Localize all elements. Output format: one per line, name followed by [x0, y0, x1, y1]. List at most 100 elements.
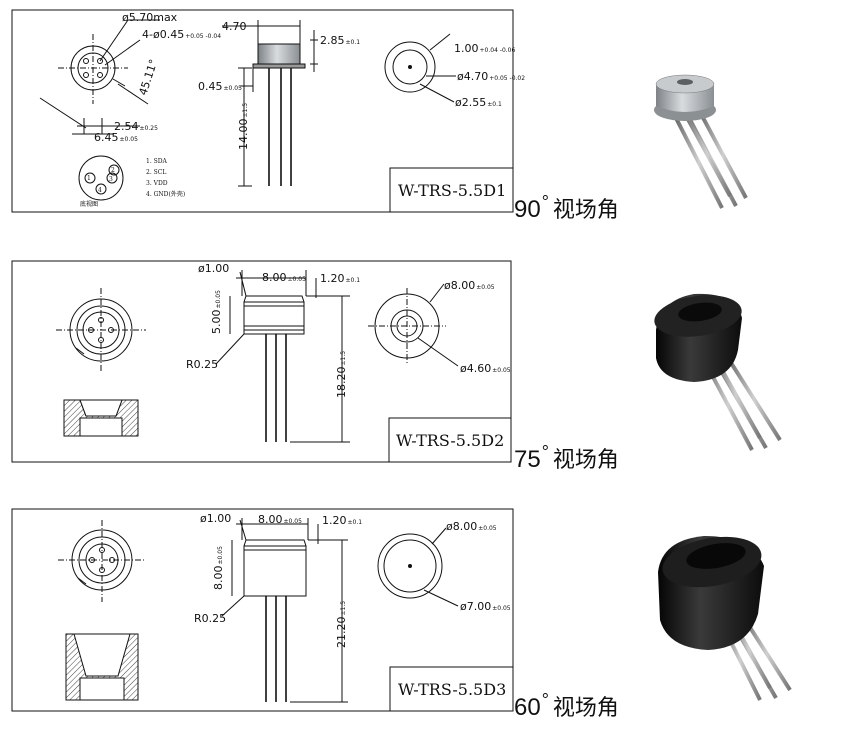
fov-degree-d2: °	[541, 442, 549, 462]
dim-outer-d2: ø8.00	[444, 279, 475, 292]
frame-d3	[11, 508, 514, 712]
side-view-d1	[222, 20, 318, 187]
dim-flange: 0.45	[198, 80, 223, 93]
top-view-d1	[39, 19, 160, 135]
product-render-d1	[654, 74, 748, 209]
figure-d1	[11, 9, 514, 213]
frame-d1	[11, 9, 514, 213]
dim-r-top-d3: ø1.00	[200, 512, 231, 525]
labels-d1: ø5.70max 4-ø0.45+0.05 -0.04 45.11° 2.54±…	[80, 11, 525, 208]
pin-num-4: 4	[98, 187, 102, 194]
svg-text:2.54±0.25: 2.54±0.25	[114, 120, 158, 133]
front-view-d2	[368, 283, 459, 367]
pin-num-2: 2	[111, 167, 115, 174]
side-view-d2	[215, 270, 350, 443]
svg-text:4.70: 4.70	[222, 20, 247, 33]
front-view-d3	[377, 527, 459, 607]
fov-angle-d1: 90	[514, 196, 541, 223]
svg-text:ø2.55±0.1: ø2.55±0.1	[455, 96, 502, 109]
fov-degree-d3: °	[541, 690, 549, 710]
svg-text:18.20±1.5: 18.20±1.5	[335, 351, 348, 398]
section-view-d3	[65, 633, 139, 701]
dim-angle: 45.11°	[136, 58, 160, 97]
svg-text:ø8.00±0.05: ø8.00±0.05	[444, 279, 495, 292]
dim-height: 2.85	[320, 34, 345, 47]
dim-total-d3: 21.20	[335, 617, 348, 649]
title-block-d2	[388, 417, 512, 463]
svg-text:5.00±0.05: 5.00±0.05	[210, 290, 223, 334]
svg-text:ø4.70+0.05 -0.02: ø4.70+0.05 -0.02	[457, 70, 525, 83]
svg-text:ø8.00±0.05: ø8.00±0.05	[446, 520, 497, 533]
svg-text:45.11°: 45.11°	[136, 58, 160, 97]
svg-text:ø1.00: ø1.00	[200, 512, 231, 525]
front-view-d1	[384, 33, 456, 103]
figure-d2	[11, 260, 512, 463]
fov-angle-d2: 75	[514, 446, 541, 473]
pin-map-d1	[78, 155, 124, 201]
dim-width-d2: 8.00	[262, 271, 287, 284]
section-view-d2	[63, 399, 139, 437]
svg-text:6.45±0.05: 6.45±0.05	[94, 131, 138, 144]
title-block-d3	[389, 666, 514, 712]
svg-text:R0.25: R0.25	[186, 358, 218, 371]
fov-angle-d3: 60	[514, 694, 541, 721]
pin-num-3: 3	[109, 176, 113, 183]
dim-lip-d2: 1.20	[320, 272, 345, 285]
dim-r-top-d2: ø1.00	[198, 262, 229, 275]
dim-body-h-d3: 8.00	[212, 566, 225, 591]
svg-text:8.00±0.05: 8.00±0.05	[212, 546, 225, 590]
dim-width-d3: 8.00	[258, 513, 283, 526]
model-d3: W-TRS-5.5D3	[398, 680, 506, 699]
dim-outer-d1: ø4.70	[457, 70, 488, 83]
svg-text:1.00+0.04 -0.06: 1.00+0.04 -0.06	[454, 42, 516, 55]
svg-text:8.00±0.05: 8.00±0.05	[258, 513, 302, 526]
labels-d3: ø1.00 8.00±0.05 1.20±0.1 8.00±0.05 R0.25…	[194, 512, 511, 699]
dim-lip-d3: 1.20	[322, 514, 347, 527]
fov-text-d1: 视场角	[552, 198, 619, 223]
top-view-d3	[58, 520, 146, 602]
labels-d2: ø1.00 8.00±0.05 1.20±0.1 5.00±0.05 R0.25…	[186, 262, 511, 450]
dim-window: 1.00	[454, 42, 479, 55]
side-view-d3	[221, 518, 348, 703]
pin-label-4: 4. GND(外壳)	[146, 190, 185, 198]
fov-caption-d1: 90°视场角	[514, 192, 619, 224]
svg-text:21.20±1.5: 21.20±1.5	[335, 601, 348, 648]
svg-text:4-ø0.45+0.05 -0.04: 4-ø0.45+0.05 -0.04	[142, 28, 221, 41]
dim-r-bottom-d2: R0.25	[186, 358, 218, 371]
dim-total-d2: 18.20	[335, 367, 348, 399]
dim-top-dia: ø5.70max	[122, 11, 178, 24]
svg-text:ø5.70max: ø5.70max	[122, 11, 178, 24]
svg-text:2.85±0.1: 2.85±0.1	[320, 34, 360, 47]
dim-outer-d3: ø8.00	[446, 520, 477, 533]
product-render-d2	[654, 293, 782, 451]
model-d1: W-TRS-5.5D1	[398, 181, 506, 200]
fov-degree-d1: °	[541, 192, 549, 212]
svg-text:ø4.60±0.05: ø4.60±0.05	[460, 362, 511, 375]
frame-d2	[11, 260, 512, 463]
title-block-d1	[389, 167, 514, 213]
model-d2: W-TRS-5.5D2	[396, 431, 504, 450]
dim-pin-dia: 4-ø0.45	[142, 28, 184, 41]
dim-aperture-d1: ø2.55	[455, 96, 486, 109]
svg-text:1.20±0.1: 1.20±0.1	[322, 514, 362, 527]
pin-label-3: 3. VDD	[146, 180, 168, 187]
dim-width: 4.70	[222, 20, 247, 33]
dim-pcd: 6.45	[94, 131, 119, 144]
fov-text-d3: 视场角	[552, 696, 619, 721]
product-render-d3	[658, 536, 792, 701]
pin-map-caption: 底视图	[80, 200, 98, 208]
dim-lead: 14.00	[237, 119, 250, 151]
svg-text:ø1.00: ø1.00	[198, 262, 229, 275]
svg-text:ø7.00±0.05: ø7.00±0.05	[460, 600, 511, 613]
pin-label-2: 2. SCL	[146, 169, 166, 176]
dim-body-h-d2: 5.00	[210, 310, 223, 335]
dim-aperture-d3: ø7.00	[460, 600, 491, 613]
dim-r-bottom-d3: R0.25	[194, 612, 226, 625]
fov-caption-d3: 60°视场角	[514, 690, 619, 722]
pin-label-1: 1. SDA	[146, 158, 168, 165]
figure-d3	[11, 508, 514, 712]
svg-text:8.00±0.05: 8.00±0.05	[262, 271, 306, 284]
pin-num-1: 1	[87, 175, 91, 182]
svg-text:14.00±1.5: 14.00±1.5	[237, 103, 250, 150]
